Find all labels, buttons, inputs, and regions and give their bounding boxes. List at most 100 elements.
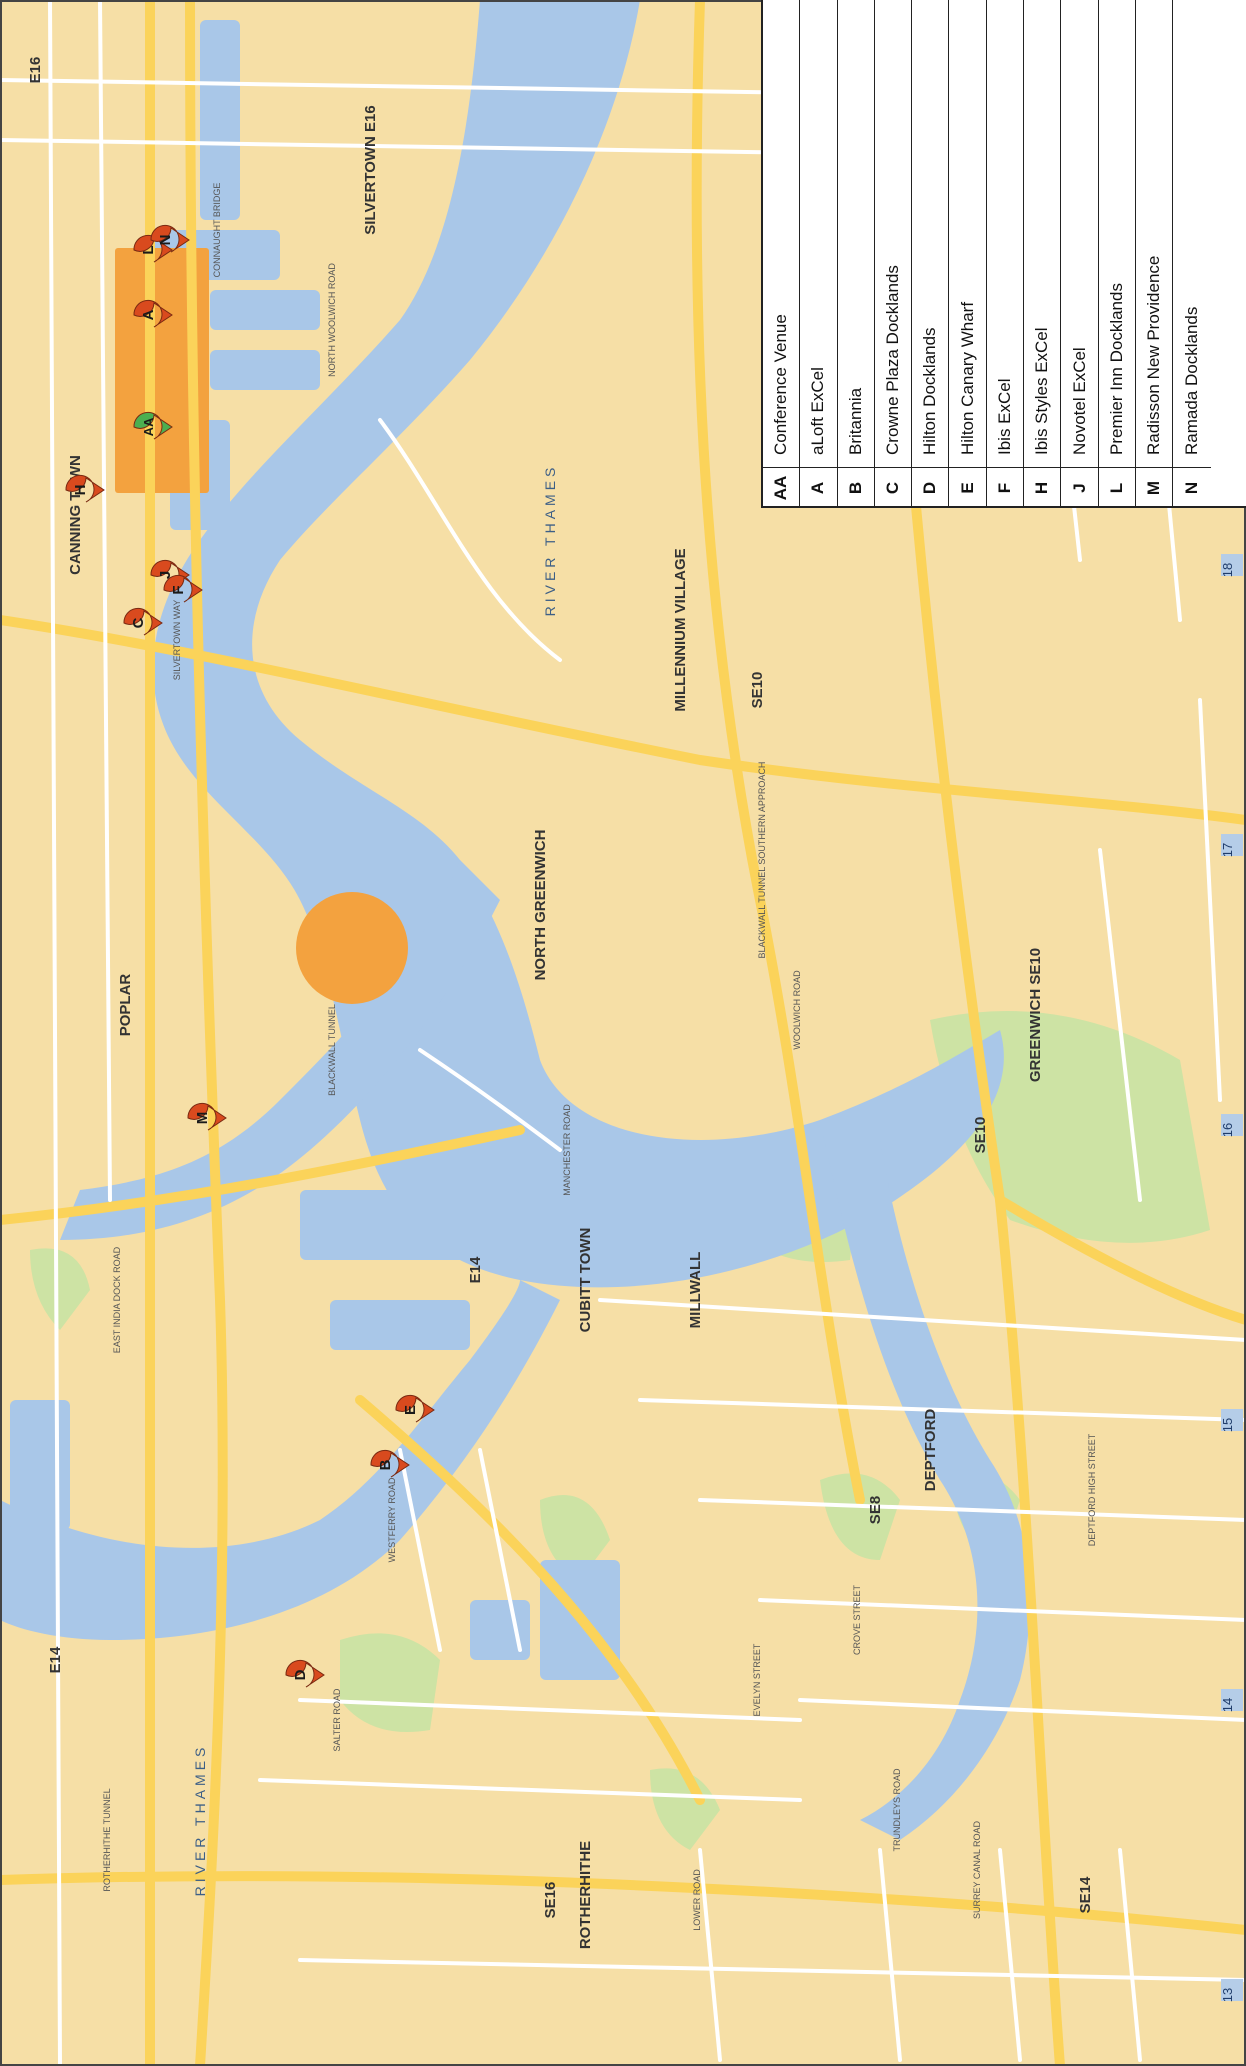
- legend-hotel-name: Conference Venue: [771, 314, 791, 455]
- legend-hotel-name: Premier Inn Docklands: [1106, 283, 1126, 455]
- district-label: CANNING TOWN: [67, 455, 84, 575]
- legend-hotel-name: Novotel ExCel: [1069, 347, 1089, 455]
- marker-pin-icon: [133, 234, 173, 263]
- road-label: BLACKWALL TUNNEL SOUTHERN APPROACH: [757, 762, 767, 959]
- road-label: TRUNDLEYS ROAD: [892, 1768, 902, 1852]
- marker-label: L: [140, 245, 157, 254]
- legend-row: B Britannia: [837, 0, 875, 506]
- legend-row: H Ibis Styles ExCel: [1024, 0, 1062, 506]
- legend-row: N Ramada Docklands: [1173, 0, 1211, 506]
- grid-number: 13: [1220, 1988, 1235, 2002]
- road-label: SURREY CANAL ROAD: [972, 1820, 982, 1919]
- legend-hotel-name: Britannia: [845, 387, 865, 455]
- legend-code: H: [1024, 467, 1061, 506]
- marker-label: AA: [141, 417, 156, 436]
- marker-pin-icon: [187, 1102, 227, 1131]
- grid-number: 16: [1220, 1123, 1235, 1137]
- grid-number-box: [1221, 554, 1243, 576]
- grid-number-box: [1221, 1689, 1243, 1711]
- road-label: DEPTFORD HIGH STREET: [1087, 1433, 1097, 1546]
- legend-code: E: [949, 467, 986, 506]
- marker-pin-icon: [133, 299, 173, 328]
- legend-hotel-name: Ibis Styles ExCel: [1032, 327, 1052, 455]
- marker-label: D: [292, 1669, 309, 1680]
- district-label: E14: [467, 1256, 484, 1283]
- marker-f[interactable]: F: [163, 574, 203, 603]
- marker-label: C: [130, 617, 147, 628]
- district-label: E14: [47, 1646, 64, 1673]
- legend-hotel-name: Crowne Plaza Docklands: [883, 265, 903, 455]
- marker-aa[interactable]: AA: [133, 411, 173, 440]
- legend-code: AA: [763, 467, 800, 506]
- o2-dome: [296, 892, 408, 1004]
- district-label: GREENWICH SE10: [1027, 948, 1044, 1082]
- marker-d[interactable]: D: [285, 1659, 325, 1688]
- legend-code: B: [837, 467, 874, 506]
- legend-code: C: [874, 467, 912, 506]
- legend-row: E Hilton Canary Wharf: [949, 0, 987, 506]
- marker-n[interactable]: N: [150, 224, 190, 253]
- grid-number: 17: [1220, 843, 1235, 857]
- legend-code: D: [912, 467, 949, 506]
- marker-label: N: [157, 235, 174, 246]
- grid-number: 14: [1220, 1698, 1235, 1712]
- road-label: CONNAUGHT BRIDGE: [212, 183, 222, 278]
- legend-hotel-name: Hilton Canary Wharf: [957, 301, 977, 455]
- marker-pin-icon: [395, 1394, 435, 1423]
- road-label: WESTFERRY ROAD: [387, 1477, 397, 1562]
- marker-label: A: [140, 309, 157, 320]
- legend-row: M Radisson New Providence: [1135, 0, 1174, 506]
- marker-h[interactable]: H: [65, 474, 105, 503]
- marker-pin-icon: [133, 411, 173, 440]
- grid-number-box: [1221, 1114, 1243, 1136]
- legend-code: J: [1061, 467, 1098, 506]
- district-label: SILVERTOWN E16: [362, 105, 379, 234]
- marker-e[interactable]: E: [395, 1394, 435, 1423]
- marker-pin-icon: [370, 1449, 410, 1478]
- legend-row: J Novotel ExCel: [1061, 0, 1099, 506]
- legend-code: M: [1135, 467, 1173, 506]
- marker-c[interactable]: C: [123, 607, 163, 636]
- legend-code: L: [1098, 467, 1135, 506]
- road-label: EAST INDIA DOCK ROAD: [112, 1246, 122, 1353]
- legend-row: AA Conference Venue: [763, 0, 801, 506]
- road-label: MANCHESTER ROAD: [562, 1104, 572, 1196]
- marker-l[interactable]: L: [133, 234, 173, 263]
- district-label: MILLENNIUM VILLAGE: [672, 548, 689, 711]
- legend-code: N: [1173, 467, 1211, 506]
- district-label: SE10: [972, 1117, 989, 1154]
- marker-b[interactable]: B: [370, 1449, 410, 1478]
- river-thames-east: [60, 860, 500, 1240]
- legend-row: C Crowne Plaza Docklands: [874, 0, 913, 506]
- road-label: SALTER ROAD: [332, 1688, 342, 1751]
- road-label: ROTHERHITHE TUNNEL: [102, 1788, 112, 1891]
- marker-pin-icon: [150, 224, 190, 253]
- legend-hotel-name: Radisson New Providence: [1144, 255, 1164, 455]
- road-label: CROVE STREET: [852, 1584, 862, 1655]
- legend-hotel-name: aLoft ExCel: [808, 367, 828, 455]
- district-label: SE10: [749, 672, 766, 709]
- marker-a[interactable]: A: [133, 299, 173, 328]
- river-thames-south: [820, 1120, 1030, 1840]
- marker-label: M: [194, 1112, 211, 1125]
- district-label: MILLWALL: [687, 1252, 704, 1329]
- marker-pin-icon: [163, 574, 203, 603]
- marker-pin-icon: [285, 1659, 325, 1688]
- river-thames-west: [0, 1280, 560, 1640]
- water-label: RIVER THAMES: [192, 1744, 208, 1897]
- road-label: BLACKWALL TUNNEL: [327, 1004, 337, 1096]
- grid-number-box: [1221, 1409, 1243, 1431]
- district-label: POPLAR: [117, 974, 134, 1037]
- legend-hotel-name: Ramada Docklands: [1181, 306, 1201, 455]
- marker-m[interactable]: M: [187, 1102, 227, 1131]
- district-label: ROTHERHITHE: [577, 1841, 594, 1949]
